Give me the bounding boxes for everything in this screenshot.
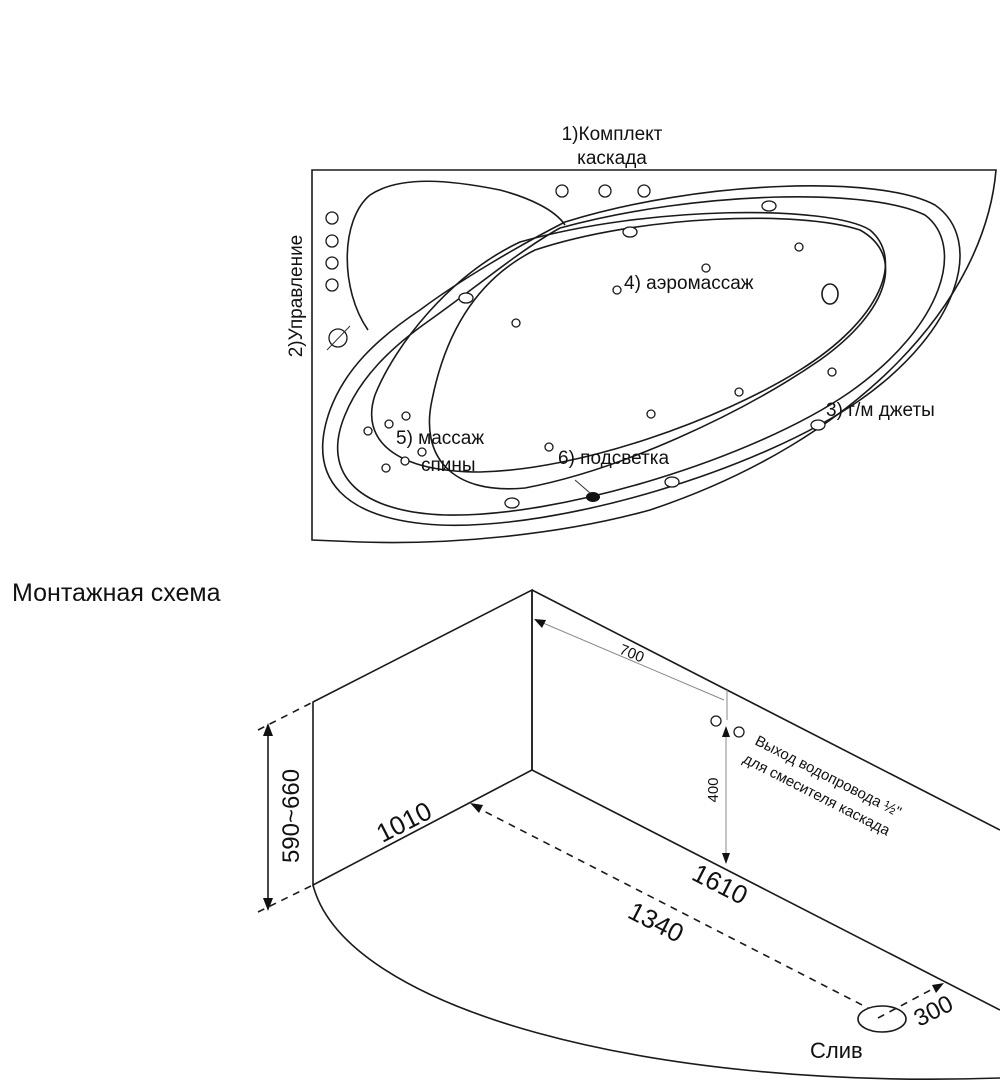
dim-1610: 1610 [688, 857, 753, 910]
dim-300-arrow [932, 983, 944, 993]
water-outlet-icon [710, 715, 722, 727]
height-arrow-bottom [263, 898, 273, 911]
height-dim-bottom [257, 884, 314, 913]
back-wall [531, 589, 1000, 1011]
tub-outer-rim [311, 169, 997, 544]
control-knob-icon [325, 278, 339, 292]
tub-rim-contour [321, 185, 961, 527]
dim-1340-arrow [470, 803, 483, 813]
drain-label: Слив [810, 1038, 863, 1063]
light-icon [586, 492, 600, 502]
back-jet-icon [401, 411, 411, 421]
hydro-jet-icon [761, 200, 777, 212]
dim-700-line [535, 619, 725, 701]
light-pointer [574, 479, 591, 494]
label-cascade-line2: каскада [577, 148, 647, 169]
aero-jet-icon [612, 285, 622, 295]
mixer-handle-icon [326, 325, 351, 351]
label-aero: 4) аэромассаж [624, 273, 754, 294]
height-dim-top [257, 701, 314, 731]
control-knob-icon [325, 211, 339, 225]
aero-jet-icon [544, 442, 554, 452]
label-back-line2: спины [421, 455, 476, 476]
aero-jet-icon [734, 387, 744, 397]
dim-1010: 1010 [371, 795, 436, 848]
label-back-line1: 5) массаж [396, 428, 484, 449]
back-jet-icon [363, 426, 373, 436]
back-jet-icon [417, 447, 427, 457]
cascade-jet-icon [598, 184, 612, 198]
hydro-jet-icon [504, 497, 520, 509]
dim-300-line [877, 984, 941, 1019]
tub-front-curve [312, 884, 1000, 1080]
left-wall [312, 588, 533, 887]
control-knob-icon [325, 256, 339, 270]
cascade-jet-icon [555, 184, 569, 198]
aero-jet-icon [646, 409, 656, 419]
hydro-jet-icon [458, 292, 474, 304]
label-cascade-line1: 1)Комплект [562, 124, 663, 145]
tub-bottom [428, 217, 887, 490]
aero-jet-icon [794, 242, 804, 252]
drain-icon [821, 283, 839, 305]
back-jet-icon [384, 419, 394, 429]
aero-jet-icon [827, 367, 837, 377]
label-jets: 3) г/м джеты [826, 400, 935, 421]
dim-400-arrow-top [722, 726, 730, 737]
section-title: Монтажная схема [12, 579, 221, 607]
height-arrow-top [263, 723, 273, 736]
aero-jet-icon [511, 318, 521, 328]
label-light: 6) подсветка [558, 448, 669, 469]
dim-400: 400 [705, 777, 722, 802]
back-jet-icon [381, 463, 391, 473]
hydro-jet-icon [810, 419, 826, 431]
dim-700-arrow [534, 619, 546, 628]
drain-outlet-icon [857, 1005, 907, 1033]
dim-1340: 1340 [624, 895, 689, 948]
aero-jet-icon [701, 263, 711, 273]
cascade-jet-icon [637, 184, 651, 198]
hydro-jet-icon [664, 476, 680, 488]
tub-bowl-contour [370, 211, 887, 473]
label-control: 2)Управление [286, 235, 307, 358]
water-outlet-icon [733, 726, 745, 738]
bathtub-plan-view: 1)Комплект каскада 2)Управление 4) аэром… [286, 124, 997, 544]
tub-headrest [346, 180, 566, 331]
dim-400-arrow-bottom [722, 853, 730, 864]
installation-scheme: 590~660 700 400 Выход водопровода ½" для… [257, 588, 1000, 1080]
dim-height: 590~660 [278, 769, 305, 863]
hydro-jet-icon [622, 226, 638, 238]
dim-1340-line [473, 805, 869, 1009]
dim-700: 700 [617, 641, 647, 666]
back-jet-icon [400, 456, 410, 466]
control-knob-icon [325, 234, 339, 248]
